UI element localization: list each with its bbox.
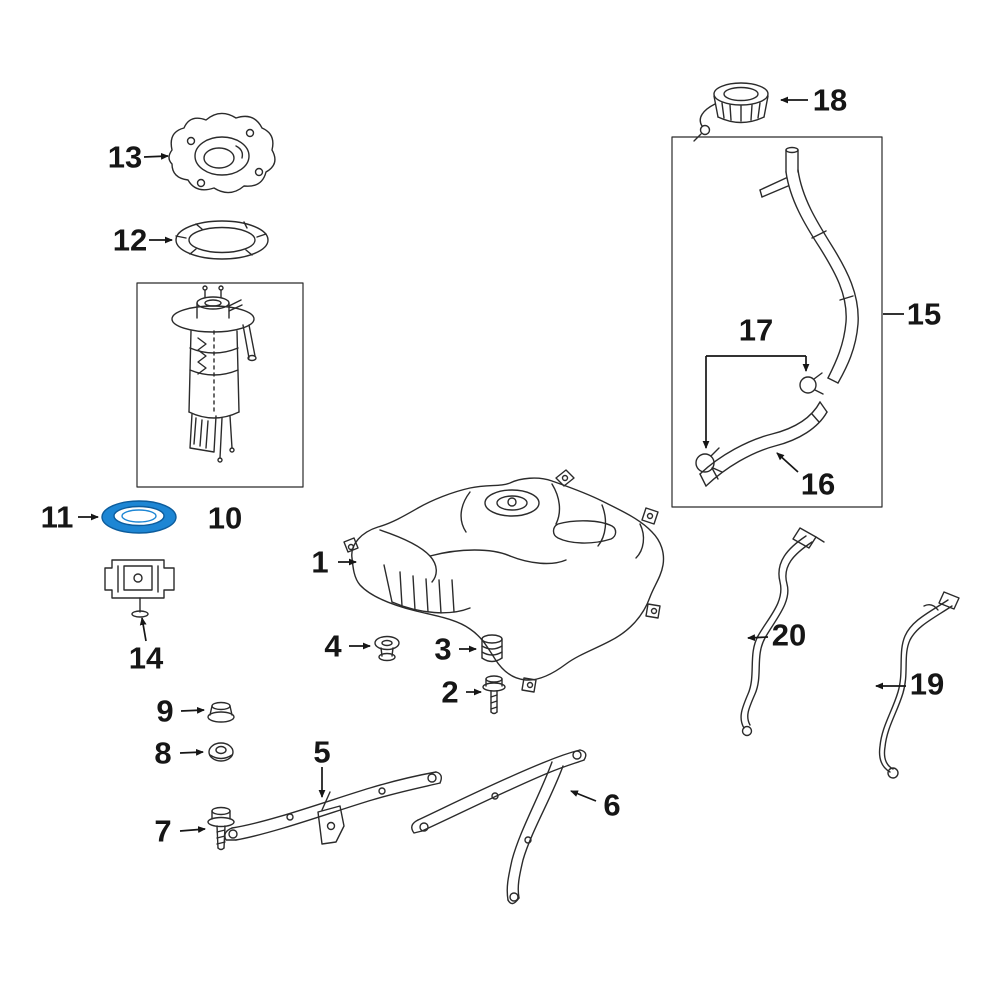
part-grommet-tank (374, 635, 400, 662)
callout-8[interactable]: 8 (154, 735, 172, 771)
callout-12[interactable]: 12 (112, 222, 148, 258)
callout-10[interactable]: 10 (207, 500, 243, 536)
callout-4[interactable]: 4 (324, 628, 342, 664)
part-nut (207, 701, 235, 723)
callout-16[interactable]: 16 (800, 466, 836, 502)
part-bushing (481, 634, 503, 663)
callout-2[interactable]: 2 (441, 674, 459, 710)
part-pump-cover (168, 112, 276, 194)
callout-3[interactable]: 3 (434, 631, 452, 667)
part-tank-strap-front (224, 771, 443, 845)
callout-11[interactable]: 11 (40, 499, 74, 535)
callout-18[interactable]: 18 (812, 82, 848, 118)
part-fuel-pump-module (136, 282, 304, 488)
callout-13[interactable]: 13 (107, 139, 143, 175)
part-hose-clamps (695, 372, 824, 473)
part-bolt-tank (482, 675, 506, 715)
callout-17[interactable]: 17 (738, 312, 774, 348)
part-grommet-small (208, 742, 234, 762)
part-tank-strap-rear (411, 749, 587, 905)
callout-14[interactable]: 14 (128, 640, 164, 676)
part-filler-hose (699, 401, 828, 487)
callout-leaders (78, 96, 906, 833)
callout-20[interactable]: 20 (771, 617, 807, 653)
callout-5[interactable]: 5 (313, 734, 331, 770)
callout-1[interactable]: 1 (311, 544, 329, 580)
part-lock-ring (175, 220, 269, 260)
callout-7[interactable]: 7 (154, 813, 172, 849)
part-bracket (104, 559, 175, 618)
part-filler-pipe (671, 136, 883, 508)
part-fuel-tank (343, 469, 665, 693)
part-fuel-pump-seal-highlighted (101, 500, 177, 534)
part-fuel-cap (693, 82, 769, 142)
callout-9[interactable]: 9 (156, 693, 174, 729)
part-wiring-harness-19 (878, 591, 960, 779)
callout-6[interactable]: 6 (603, 787, 621, 823)
callout-15[interactable]: 15 (906, 296, 942, 332)
callout-19[interactable]: 19 (909, 666, 945, 702)
